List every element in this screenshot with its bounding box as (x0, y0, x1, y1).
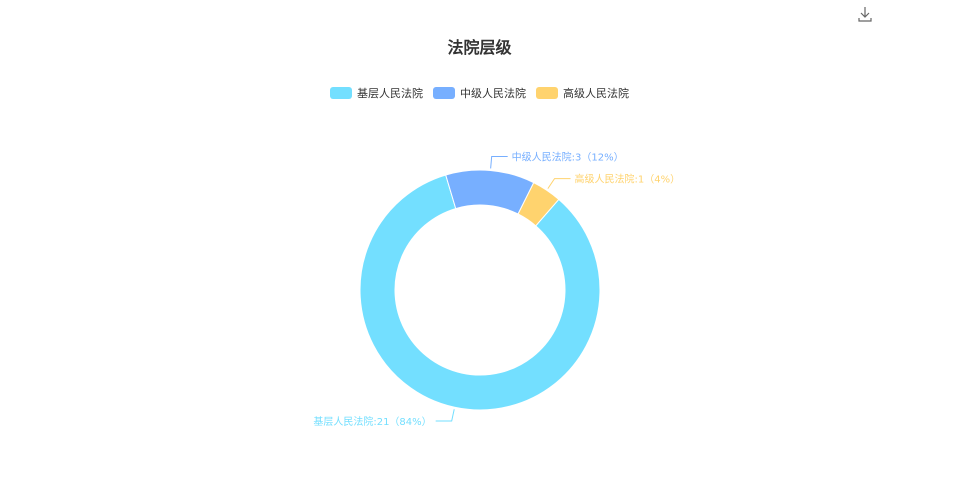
label-basic-court: 基层人民法院:21（84%） (313, 415, 431, 428)
legend-swatch (536, 87, 558, 99)
legend-item-high-court[interactable]: 高级人民法院 (536, 85, 629, 101)
leader-line (547, 178, 571, 189)
legend-swatch (330, 87, 352, 99)
chart-legend: 基层人民法院 中级人民法院 高级人民法院 (0, 85, 959, 101)
legend-label: 中级人民法院 (460, 87, 526, 100)
legend-label: 基层人民法院 (357, 87, 423, 100)
legend-item-basic-court[interactable]: 基层人民法院 (330, 85, 423, 101)
legend-swatch (433, 87, 455, 99)
label-high-court: 高级人民法院:1（4%） (575, 173, 681, 186)
leader-line (490, 156, 508, 169)
slice-intermediate-court[interactable] (445, 169, 535, 215)
slice-basic-court[interactable] (359, 174, 601, 411)
chart-title: 法院层级 (447, 38, 512, 57)
label-intermediate-court: 中级人民法院:3（12%） (512, 151, 624, 164)
leader-line (435, 409, 455, 422)
legend-item-intermediate-court[interactable]: 中级人民法院 (433, 85, 526, 101)
slice-high-court[interactable] (517, 182, 560, 227)
download-icon[interactable] (856, 5, 874, 23)
legend-label: 高级人民法院 (563, 87, 629, 100)
